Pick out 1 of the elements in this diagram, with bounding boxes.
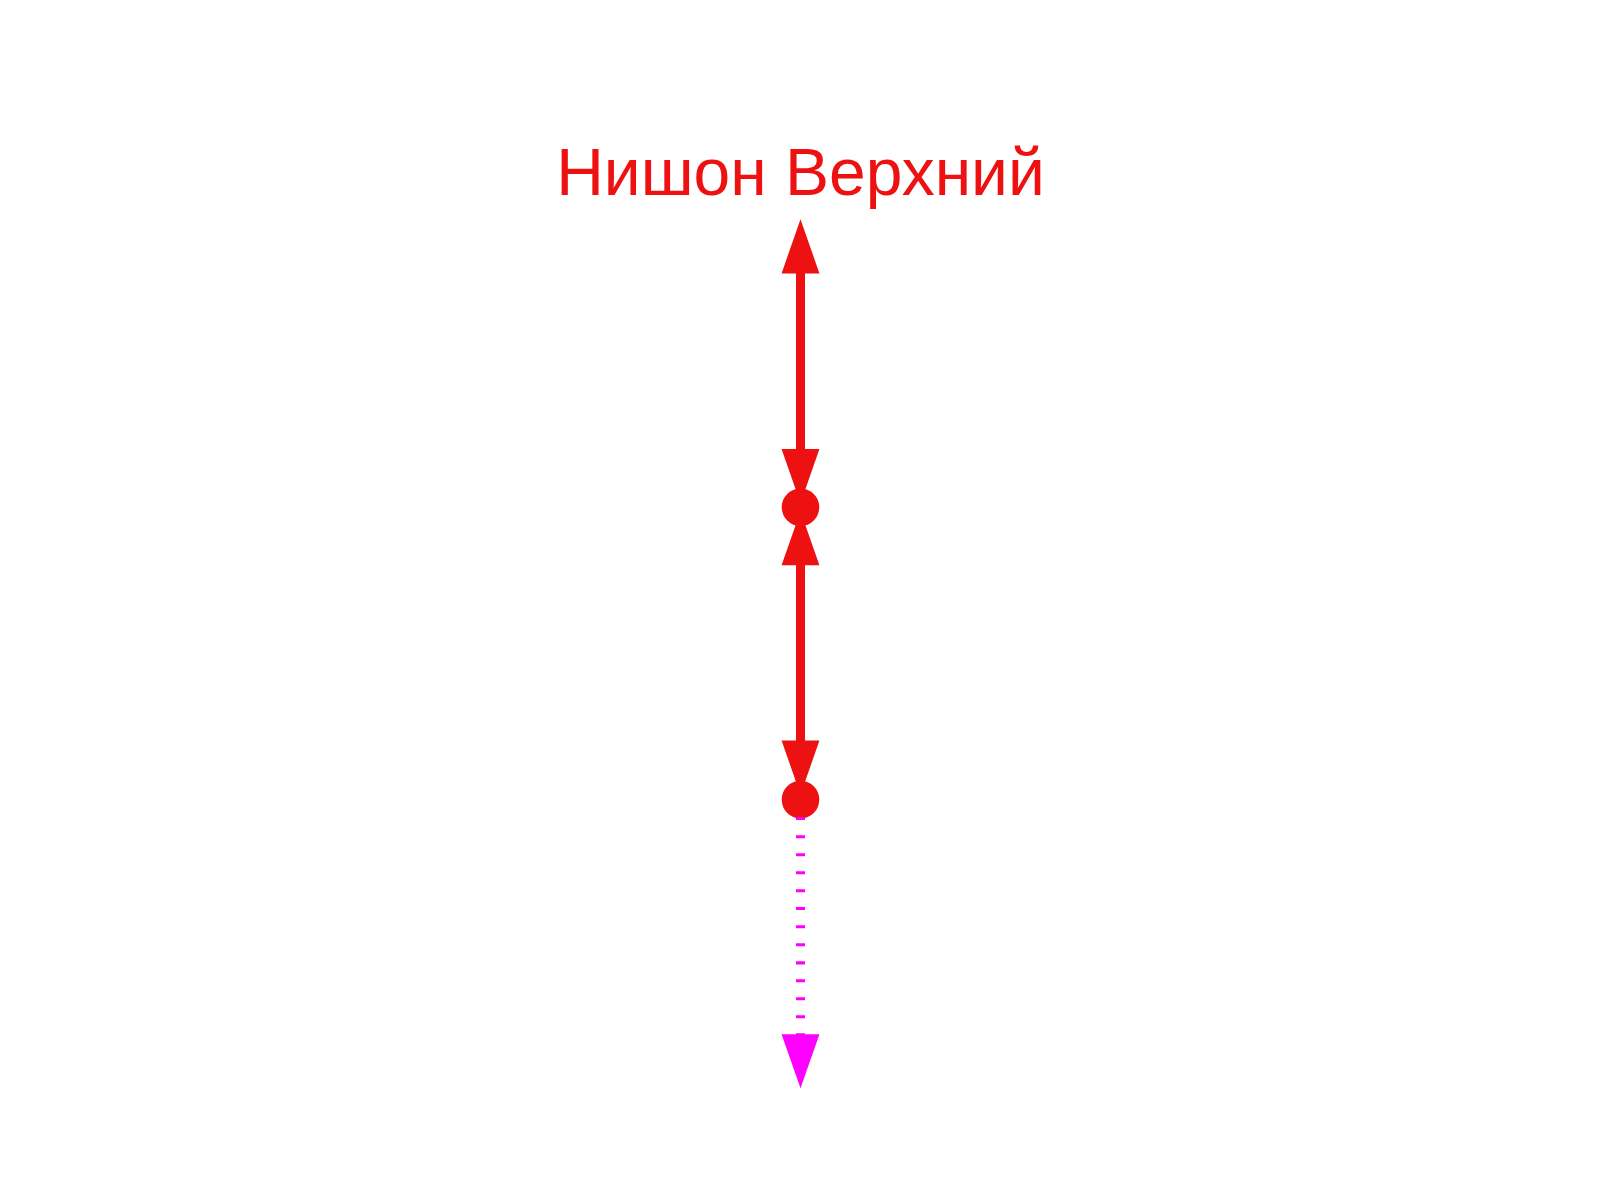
node-text: Нишон Верхний xyxy=(555,134,1045,209)
